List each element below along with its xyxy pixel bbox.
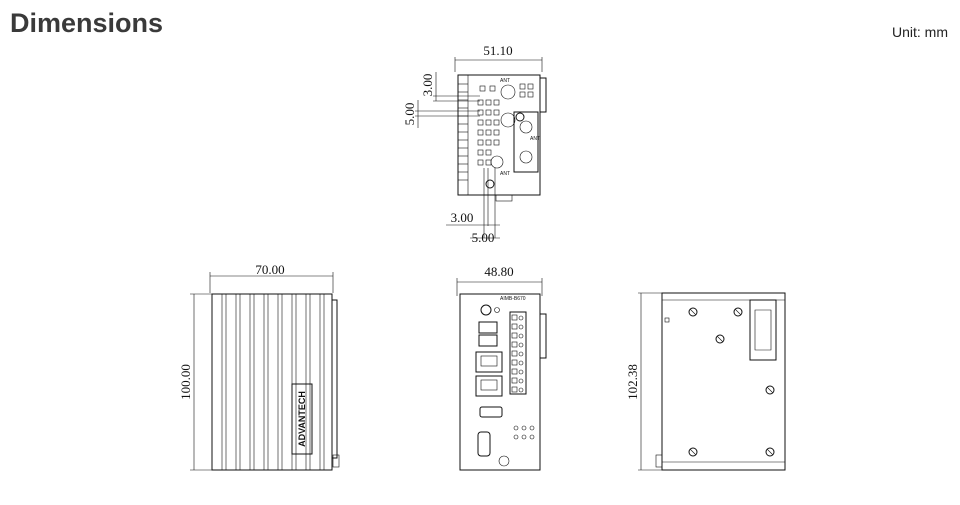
svg-text:ANT: ANT	[500, 78, 510, 84]
side-view-width-dimension: 70.00	[255, 262, 284, 277]
model-label: AIMB-B670	[500, 296, 526, 302]
top-view-pitch-c-dimension: 3.00	[451, 210, 474, 225]
top-view-pitch-d-dimension: 5.00	[472, 230, 495, 245]
page-title: Dimensions	[10, 8, 164, 38]
top-view-pitch-b-dimension: 5.00	[402, 103, 417, 126]
brand-logo: ADVANTECH	[297, 391, 307, 447]
side-view: 70.00 100.00 ADVANTECH	[178, 262, 340, 471]
svg-text:ANT: ANT	[530, 136, 540, 142]
side-view-height-dimension: 100.00	[178, 364, 193, 400]
front-view-width-dimension: 48.80	[484, 264, 513, 279]
back-view-height-dimension: 102.38	[625, 364, 640, 400]
unit-label: Unit: mm	[892, 24, 948, 40]
top-view-pitch-a-dimension: 3.00	[420, 74, 435, 97]
front-view: 48.80 AIMB-B670	[456, 264, 547, 471]
svg-text:ANT: ANT	[500, 171, 510, 177]
top-view: 51.10	[402, 43, 547, 245]
back-view: 102.38	[625, 292, 786, 471]
top-view-width-dimension: 51.10	[483, 43, 512, 58]
